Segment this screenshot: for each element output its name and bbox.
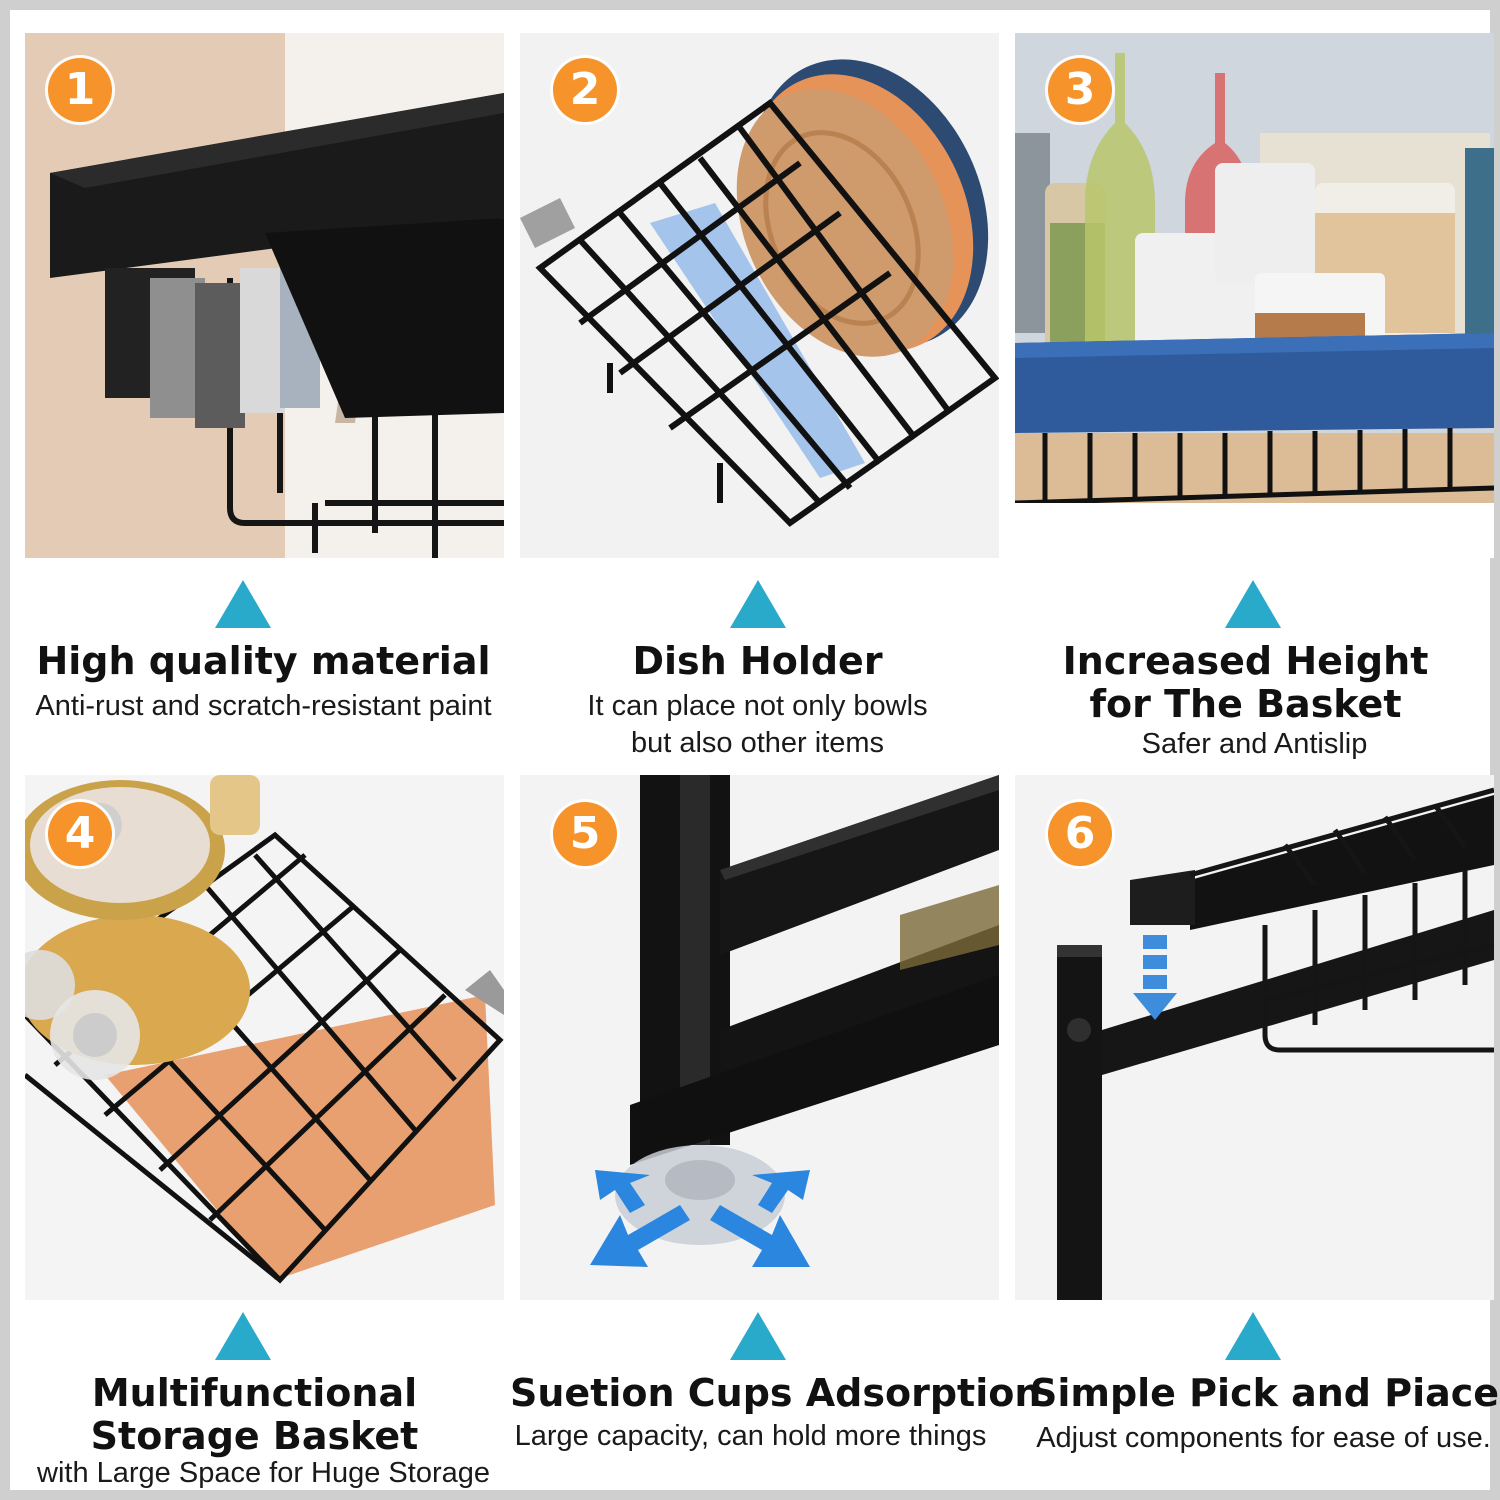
material-photo (25, 33, 504, 558)
feature-subtitle: Large capacity, can hold more things (514, 1420, 987, 1452)
feature-title: Dish Holder (632, 639, 883, 683)
feature-title: High quality material (36, 639, 491, 683)
feature-subtitle: It can place not only bowls but also oth… (587, 690, 928, 759)
pick-and-place-photo (1015, 775, 1494, 1300)
step-number-badge: 6 (1048, 802, 1112, 866)
feature-subtitle: Adjust components for ease of use. (1036, 1422, 1491, 1454)
feature-title: Multifunctional Storage Basket (90, 1371, 419, 1458)
feature-title: Simple Pick and Piace (1029, 1371, 1500, 1415)
pointer-triangle-icon (730, 580, 786, 628)
feature-subtitle: Safer and Antislip (1141, 728, 1368, 760)
basket-height-photo (1015, 33, 1494, 558)
feature-title: Increased Height for The Basket (1062, 639, 1429, 726)
feature-subtitle: with Large Space for Huge Storage (37, 1457, 490, 1489)
feature-subtitle: Anti-rust and scratch-resistant paint (35, 690, 492, 722)
suction-cup-photo (520, 775, 999, 1300)
storage-basket-photo (25, 775, 504, 1300)
pointer-triangle-icon (215, 1312, 271, 1360)
step-number-badge: 4 (48, 802, 112, 866)
pointer-triangle-icon (215, 580, 271, 628)
dish-holder-photo (520, 33, 999, 558)
step-number-badge: 3 (1048, 58, 1112, 122)
pointer-triangle-icon (1225, 580, 1281, 628)
step-number-badge: 2 (553, 58, 617, 122)
step-number-badge: 1 (48, 58, 112, 122)
feature-title: Suetion Cups Adsorption (510, 1371, 1042, 1415)
pointer-triangle-icon (730, 1312, 786, 1360)
pointer-triangle-icon (1225, 1312, 1281, 1360)
step-number-badge: 5 (553, 802, 617, 866)
